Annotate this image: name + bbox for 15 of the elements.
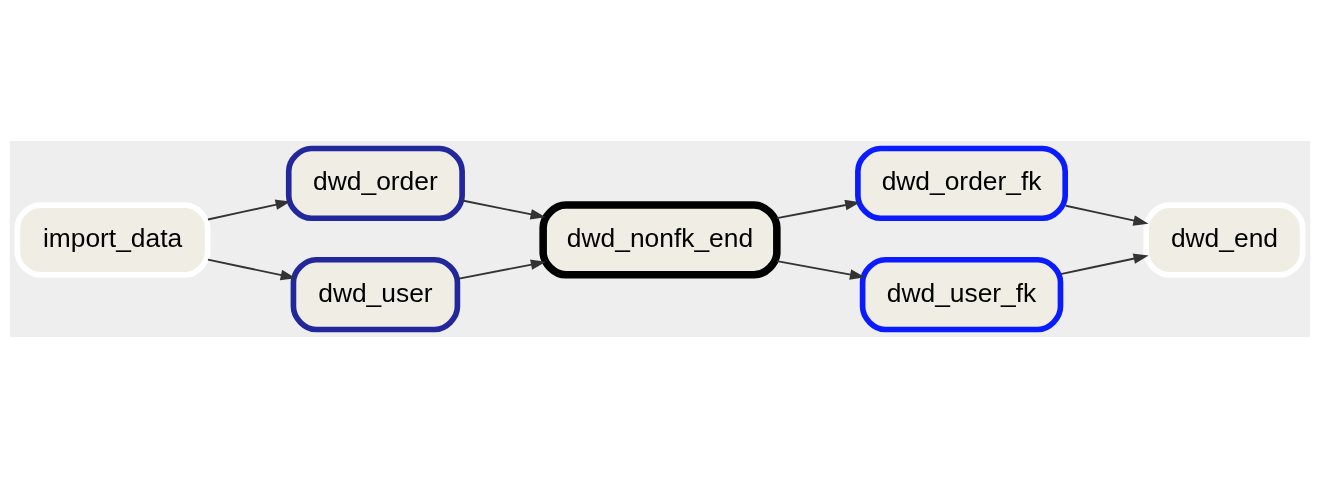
node-box: dwd_order_fk	[855, 145, 1068, 222]
arrow	[776, 260, 866, 280]
node-box: dwd_order	[285, 145, 465, 222]
node-box: dwd_user_fk	[859, 256, 1064, 333]
arrow	[1059, 253, 1149, 276]
arrow	[461, 199, 546, 220]
arrow	[207, 199, 291, 221]
node-box: import_data	[14, 202, 211, 278]
arrow	[207, 258, 296, 281]
node-box: dwd_nonfk_end	[539, 201, 781, 279]
arrow	[776, 199, 861, 219]
arrow	[1064, 204, 1149, 226]
node-box: dwd_user	[290, 256, 461, 333]
node-box: dwd_end	[1143, 202, 1306, 278]
arrow	[456, 259, 546, 280]
